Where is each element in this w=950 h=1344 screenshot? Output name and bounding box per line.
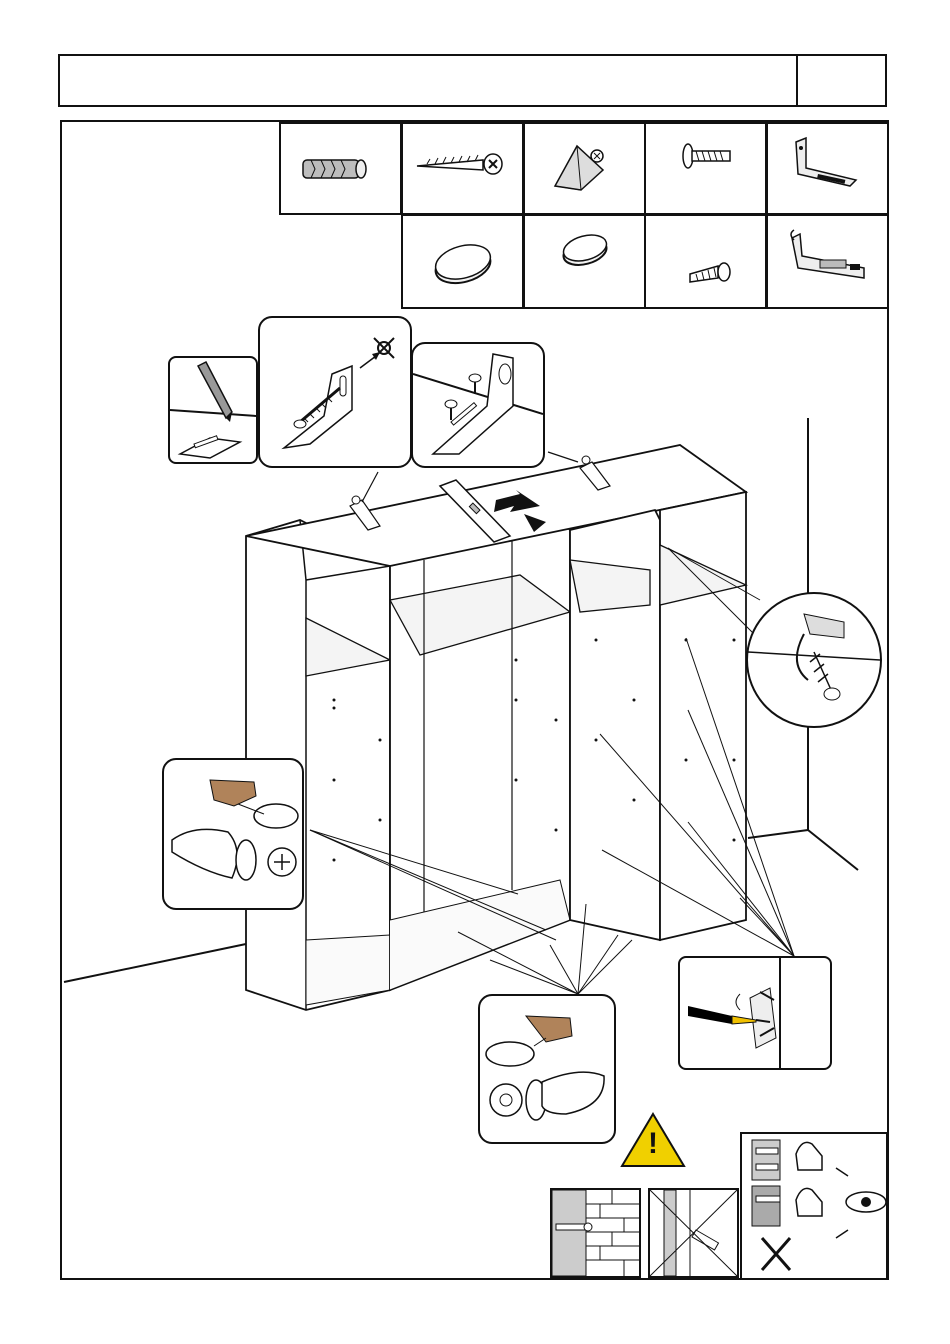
clip-zoom-icon bbox=[748, 594, 880, 726]
warning-sign: ! bbox=[620, 1112, 686, 1168]
detail-wall-clip bbox=[746, 592, 882, 728]
small-cover-cap-icon bbox=[525, 216, 644, 307]
detail-mark-hole bbox=[168, 356, 258, 464]
part-wall-clip bbox=[766, 214, 889, 309]
cross-icon bbox=[762, 1238, 790, 1270]
corner-bracket-screw-icon bbox=[525, 124, 644, 213]
thumbs-up-icon bbox=[796, 1142, 822, 1170]
part-corner-bracket bbox=[523, 122, 646, 215]
large-cover-cap-icon bbox=[403, 216, 522, 307]
part-wood-screw bbox=[401, 122, 524, 215]
angle-bracket-icon bbox=[768, 124, 887, 213]
brick-wall-icon bbox=[552, 1190, 639, 1276]
wood-screw-icon bbox=[403, 124, 522, 213]
plasterboard-wall-icon bbox=[650, 1190, 737, 1276]
wall-type-plasterboard bbox=[648, 1188, 739, 1278]
bracket-screws-icon bbox=[413, 344, 543, 466]
wall-type-brick bbox=[550, 1188, 641, 1278]
thumbs-up-icon bbox=[796, 1188, 822, 1216]
detail-drill-wall bbox=[258, 316, 412, 468]
part-small-cap bbox=[523, 214, 646, 309]
short-screw-icon bbox=[646, 216, 765, 307]
part-large-cap bbox=[401, 214, 524, 309]
cover-cap-hand-icon bbox=[164, 760, 302, 908]
part-angle-bracket bbox=[766, 122, 889, 215]
part-short-screw bbox=[644, 214, 767, 309]
detail-fix-bracket bbox=[411, 342, 545, 468]
part-washer-screw bbox=[644, 122, 767, 215]
detail-cover-caps bbox=[162, 758, 304, 910]
header-bar bbox=[58, 54, 887, 107]
detail-cover-caps-2 bbox=[478, 994, 616, 1144]
wall-plug-icon bbox=[281, 124, 400, 213]
fixing-guidance-icon bbox=[742, 1134, 886, 1278]
screwdriver-icon bbox=[680, 958, 830, 1068]
wall-fixing-clip-icon bbox=[768, 216, 887, 307]
fixing-guidance-box bbox=[740, 1132, 888, 1280]
part-wall-plug bbox=[279, 122, 402, 215]
detail-screwdriver bbox=[678, 956, 832, 1070]
warning-symbol: ! bbox=[620, 1126, 686, 1162]
washer-screw-icon bbox=[646, 124, 765, 213]
pencil-icon bbox=[170, 358, 256, 462]
cover-cap-hand-icon-2 bbox=[480, 996, 614, 1142]
step-number bbox=[796, 54, 887, 107]
screw-wall-icon bbox=[260, 318, 410, 466]
